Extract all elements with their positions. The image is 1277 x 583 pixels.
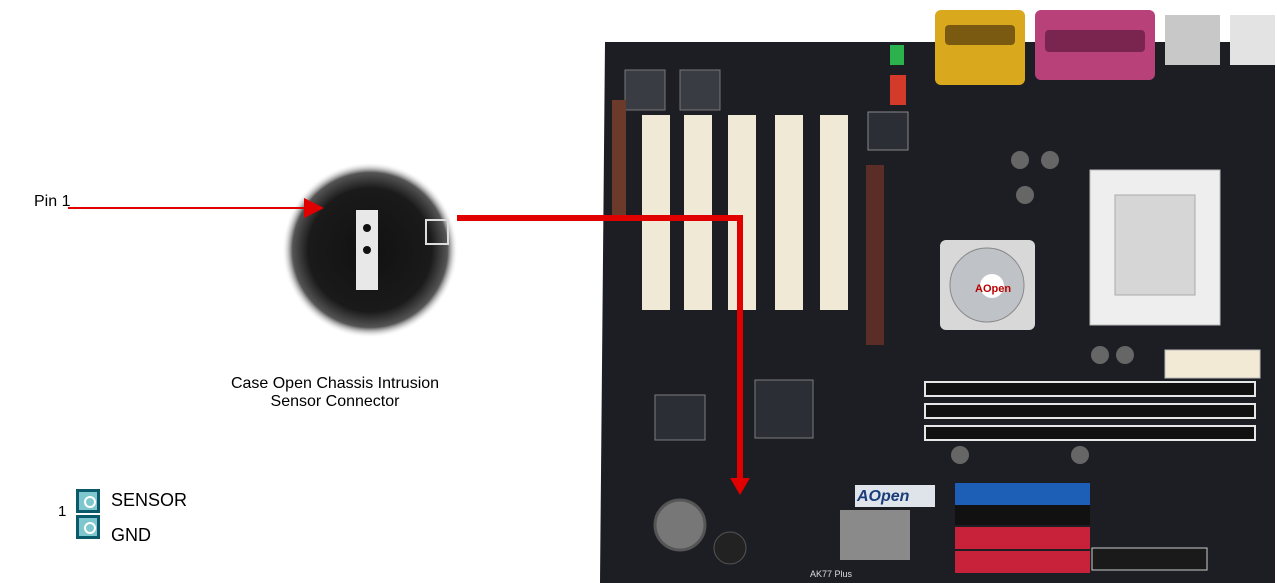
ide-black-connector (955, 505, 1090, 525)
capacitor (1011, 151, 1029, 169)
capacitor (1041, 151, 1059, 169)
serial-port (935, 10, 1025, 85)
isa-slot (612, 100, 626, 215)
caption-line-1: Case Open Chassis Intrusion (200, 375, 470, 393)
red-header (890, 75, 906, 105)
floppy-connector (1092, 548, 1207, 570)
controller-chip (868, 112, 908, 150)
usb-port (1165, 15, 1220, 65)
caption-line-2: Sensor Connector (200, 393, 470, 411)
motherboard (600, 10, 1275, 583)
agp-slot (866, 165, 884, 345)
pci-slot-2 (684, 115, 712, 310)
pin1-label: Pin 1 (34, 193, 70, 211)
capacitor (1116, 346, 1134, 364)
green-header (890, 45, 904, 65)
fan-brand: AOpen (975, 283, 1011, 295)
bios-rom (840, 510, 910, 560)
legend-pin-sensor: SENSOR (111, 490, 187, 511)
zoom-pin-2 (363, 246, 371, 254)
cmos-battery (655, 500, 705, 550)
ide-red-connector-1 (955, 527, 1090, 549)
dimm-slot-2 (925, 404, 1255, 418)
legend-pin-sensor-box (76, 489, 100, 513)
capacitor (1071, 446, 1089, 464)
atx-power (1165, 350, 1260, 378)
ide-blue-connector (955, 483, 1090, 505)
parallel-port-inner (1045, 30, 1145, 52)
southbridge-chip (755, 380, 813, 438)
connector-caption: Case Open Chassis Intrusion Sensor Conne… (200, 375, 470, 411)
capacitor (951, 446, 969, 464)
audio-port (1230, 15, 1275, 65)
io-chip (655, 395, 705, 440)
capacitor (1091, 346, 1109, 364)
board-brand: AOpen (856, 488, 910, 505)
dimm-slot-1 (925, 382, 1255, 396)
pci-slot-4 (775, 115, 803, 310)
pci-slot-1 (642, 115, 670, 310)
dimm-slot-3 (925, 426, 1255, 440)
clock-chip (680, 70, 720, 110)
bios-chip (625, 70, 665, 110)
cpu-socket-pins (1115, 195, 1195, 295)
legend-pin-gnd-box (76, 515, 100, 539)
board-model: AK77 Plus (810, 569, 853, 579)
legend-pin-number: 1 (58, 503, 66, 520)
legend-pin-gnd: GND (111, 525, 151, 546)
capacitor (1016, 186, 1034, 204)
pci-slot-5 (820, 115, 848, 310)
ide-red-connector-2 (955, 551, 1090, 573)
zoom-pin-1 (363, 224, 371, 232)
serial-port-inner (945, 25, 1015, 45)
buzzer (714, 532, 746, 564)
zoom-inset (282, 162, 458, 338)
